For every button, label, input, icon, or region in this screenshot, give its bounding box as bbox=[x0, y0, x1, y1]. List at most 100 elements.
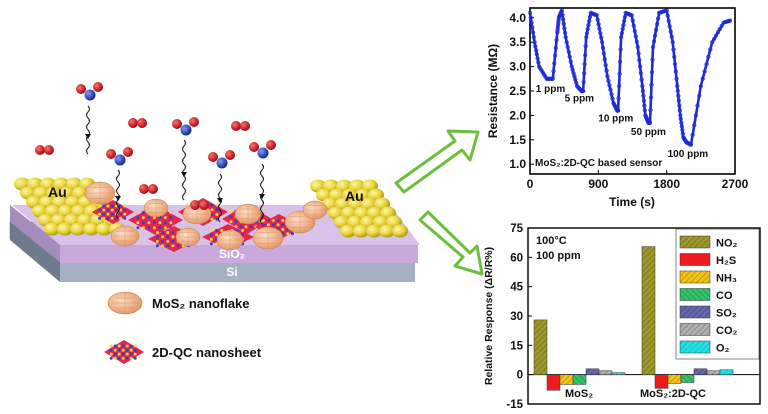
data-point bbox=[609, 92, 614, 97]
nanosheet-atom bbox=[152, 226, 156, 230]
nanoflake bbox=[143, 198, 169, 218]
nanosheet-atom bbox=[119, 204, 123, 208]
nanosheet-atom bbox=[169, 216, 173, 220]
no2-molecules bbox=[35, 82, 276, 225]
nanosheet-atom bbox=[121, 348, 125, 352]
data-point bbox=[629, 13, 634, 18]
nanosheet-atom bbox=[176, 244, 180, 248]
response-category-1: MoS₂:2D-QC bbox=[640, 388, 706, 400]
data-point bbox=[700, 76, 705, 81]
data-point bbox=[619, 35, 624, 40]
bar bbox=[611, 372, 626, 375]
y-tick-label: -15 bbox=[506, 399, 523, 411]
nanosheet-atom bbox=[121, 352, 125, 356]
nanosheet-atom bbox=[210, 203, 214, 207]
data-point bbox=[641, 98, 646, 103]
si-layer-side bbox=[10, 222, 60, 282]
nanosheet-atom bbox=[266, 223, 270, 227]
response-category-0: MoS₂ bbox=[565, 388, 593, 400]
nanosheet-atom bbox=[171, 244, 175, 248]
data-point bbox=[603, 62, 608, 68]
nanosheet-atom bbox=[163, 221, 167, 225]
legend-label: H₂S bbox=[716, 255, 736, 267]
nanosheet-atom bbox=[210, 217, 214, 221]
nanosheet-atom bbox=[249, 225, 253, 229]
data-point bbox=[600, 45, 606, 50]
legend-nanosheet bbox=[104, 340, 144, 364]
wavy-arrow bbox=[182, 139, 186, 201]
nanosheet-atom bbox=[171, 235, 175, 239]
no2-molecule bbox=[172, 117, 199, 136]
data-point bbox=[561, 17, 566, 22]
concentration-label: 50 ppm bbox=[631, 127, 666, 138]
data-point bbox=[664, 8, 669, 13]
nanosheet-atom bbox=[129, 344, 133, 348]
legend-label: NO₂ bbox=[716, 238, 738, 250]
data-point bbox=[581, 79, 586, 85]
nanoflake-texture bbox=[146, 199, 166, 217]
nanosheet-atom bbox=[209, 242, 213, 246]
nanosheet-body bbox=[104, 340, 144, 364]
data-point bbox=[717, 27, 722, 32]
bar bbox=[572, 374, 587, 385]
bar bbox=[719, 369, 734, 375]
data-point bbox=[715, 30, 721, 35]
nanoflake-icon bbox=[107, 291, 143, 315]
data-point bbox=[674, 76, 679, 81]
nanosheet-atom bbox=[113, 356, 117, 360]
o2-molecule bbox=[190, 200, 209, 210]
nanosheet-atom bbox=[262, 223, 266, 227]
nanosheet-atom bbox=[133, 352, 137, 356]
nanosheet-atom bbox=[215, 229, 219, 232]
legend-label: O₂ bbox=[716, 343, 730, 355]
nanosheet-atom bbox=[123, 208, 127, 212]
nanosheet-atom bbox=[155, 239, 159, 243]
data-point bbox=[532, 40, 537, 45]
oxygen-atom bbox=[44, 145, 54, 155]
nanosheet-atom bbox=[215, 213, 219, 217]
data-point bbox=[641, 93, 646, 98]
data-point bbox=[597, 26, 602, 31]
data-point bbox=[529, 20, 534, 25]
data-point bbox=[559, 8, 564, 13]
oxygen-atom bbox=[76, 84, 86, 94]
data-point bbox=[552, 61, 557, 66]
nanosheet-atom bbox=[215, 208, 219, 212]
data-point bbox=[550, 76, 555, 81]
data-point bbox=[533, 48, 539, 53]
data-point bbox=[697, 93, 702, 98]
data-point bbox=[594, 13, 599, 18]
data-point bbox=[566, 49, 571, 55]
nanosheet-atom bbox=[110, 204, 114, 208]
nanosheet-atom bbox=[147, 221, 151, 225]
data-point bbox=[667, 24, 672, 29]
nanosheet-atom bbox=[136, 221, 140, 225]
si-substrate-front bbox=[60, 262, 415, 282]
nanosheet-atom bbox=[152, 221, 156, 225]
nanosheet-atom bbox=[129, 348, 133, 352]
data-point bbox=[607, 83, 612, 88]
data-point bbox=[622, 18, 627, 24]
nanosheet-atom bbox=[161, 239, 165, 243]
nanosheet-atom bbox=[171, 231, 175, 234]
gold-particle bbox=[57, 222, 73, 236]
gold-electrode-right bbox=[310, 179, 408, 238]
data-point bbox=[527, 10, 533, 15]
nanosheet-atom bbox=[210, 213, 214, 217]
data-point bbox=[554, 38, 559, 43]
nanosheet-legend-label: 2D-QC nanosheet bbox=[152, 345, 262, 360]
nanosheet-atom bbox=[229, 210, 233, 213]
data-point bbox=[556, 20, 561, 25]
sio2-layer-front bbox=[60, 245, 418, 263]
nitrogen-atom bbox=[180, 124, 192, 136]
data-point bbox=[672, 62, 678, 67]
data-point bbox=[534, 52, 539, 57]
data-point bbox=[702, 69, 707, 74]
data-point bbox=[647, 120, 653, 125]
data-point bbox=[630, 18, 635, 23]
nanosheet-atom bbox=[141, 226, 145, 230]
legend-label: CO bbox=[716, 290, 733, 302]
nanosheet-atom bbox=[155, 235, 159, 239]
